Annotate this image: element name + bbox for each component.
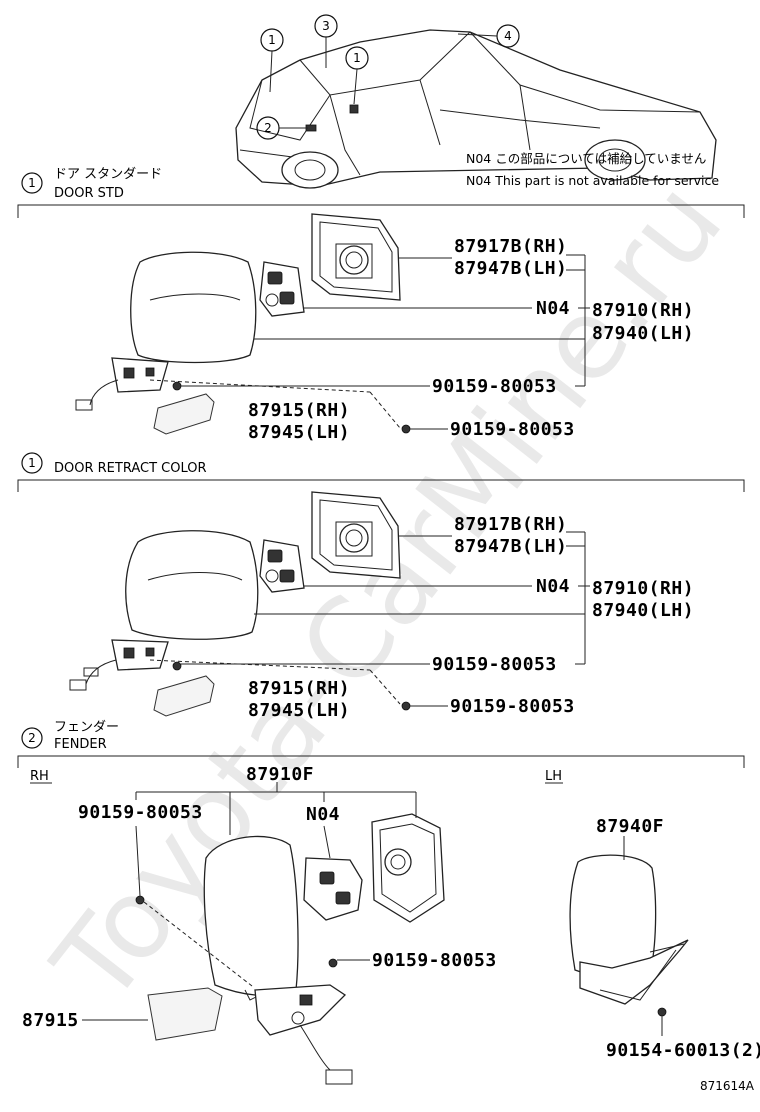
label-screw-2: 90159-80053 xyxy=(372,950,497,971)
screw-icon xyxy=(401,424,411,434)
svg-text:2: 2 xyxy=(28,731,36,745)
section-fender-header: 2 フェンダー FENDER RH LH xyxy=(17,720,745,784)
label-n04: N04 xyxy=(536,298,570,319)
fender-mirror-stay xyxy=(579,939,689,1005)
door-retract-mirror-assembly xyxy=(69,491,411,717)
screw-icon xyxy=(657,1007,667,1017)
svg-text:1: 1 xyxy=(268,33,276,47)
screw-icon xyxy=(328,958,338,968)
label-screw: 90159-80053 xyxy=(78,802,203,823)
label-fender-screw-lh: 90154-60013(2) xyxy=(606,1040,760,1061)
section-door-retract-header: 1 DOOR RETRACT COLOR xyxy=(17,452,745,492)
callout-4: 4 xyxy=(457,24,520,48)
svg-text:3: 3 xyxy=(322,19,330,33)
fender-mirror-housing xyxy=(569,854,657,978)
fender-lh-mirror-assembly xyxy=(569,854,689,1017)
fender-rh-label: RH xyxy=(30,769,49,784)
mirror-base xyxy=(111,357,169,393)
mirror-housing xyxy=(125,530,259,640)
note-jp: N04 この部品については補給していません xyxy=(466,151,706,166)
label-screw: 90159-80053 xyxy=(432,654,557,675)
mirror-cover xyxy=(153,393,215,435)
callout-2: 2 xyxy=(256,116,308,140)
label-mirror-rh: 87910(RH) xyxy=(592,300,694,321)
label-cover-lh: 87945(LH) xyxy=(248,422,350,443)
fender-lh-label: LH xyxy=(545,769,562,784)
callout-1a: 1 xyxy=(260,28,284,93)
screw-icon xyxy=(172,661,182,671)
svg-text:4: 4 xyxy=(504,29,512,43)
door-std-labels: 87917B(RH) 87947B(LH) N04 87910(RH) 8794… xyxy=(248,236,694,443)
svg-text:2: 2 xyxy=(264,121,272,135)
label-screw-2: 90159-80053 xyxy=(450,696,575,717)
svg-text:1: 1 xyxy=(28,176,36,190)
label-fender-mirror-rh: 87910F xyxy=(246,764,314,785)
label-glass-rh: 87917B(RH) xyxy=(454,236,567,257)
screw-icon xyxy=(172,381,182,391)
figure-code: 871614A xyxy=(700,1079,755,1093)
door-std-mirror-assembly xyxy=(75,213,411,435)
section-title-jp: フェンダー xyxy=(54,720,119,735)
label-glass-lh: 87947B(LH) xyxy=(454,258,567,279)
section-title-en: FENDER xyxy=(54,737,107,752)
label-fender-mirror-lh: 87940F xyxy=(596,816,664,837)
label-mirror-rh: 87910(RH) xyxy=(592,578,694,599)
door-std-leaders xyxy=(149,254,590,430)
label-mirror-lh: 87940(LH) xyxy=(592,600,694,621)
mirror-cover xyxy=(153,675,215,717)
vehicle-overview: 1 3 1 4 2 xyxy=(235,14,717,189)
mirror-housing xyxy=(130,251,257,364)
actuator xyxy=(259,539,305,593)
fender-lh-labels: 87940F 90154-60013(2) xyxy=(596,816,760,1061)
label-fender-cover: 87915 xyxy=(22,1010,79,1031)
actuator xyxy=(303,857,363,921)
label-mirror-lh: 87940(LH) xyxy=(592,323,694,344)
mirror-glass xyxy=(371,813,445,923)
label-glass-rh: 87917B(RH) xyxy=(454,514,567,535)
screw-icon xyxy=(401,701,411,711)
mirror-glass xyxy=(311,491,401,579)
fender-mirror-cover xyxy=(147,987,223,1041)
label-screw: 90159-80053 xyxy=(432,376,557,397)
section-title-en: DOOR STD xyxy=(54,186,124,201)
label-cover-rh: 87915(RH) xyxy=(248,400,350,421)
label-screw-2: 90159-80053 xyxy=(450,419,575,440)
fender-rh-mirror-assembly xyxy=(135,813,445,1085)
label-glass-lh: 87947B(LH) xyxy=(454,536,567,557)
fender-mirror-housing xyxy=(203,835,299,997)
mirror-glass xyxy=(311,213,401,301)
note-en: N04 This part is not available for servi… xyxy=(466,173,719,188)
label-cover-rh: 87915(RH) xyxy=(248,678,350,699)
door-retract-labels: 87917B(RH) 87947B(LH) N04 87910(RH) 8794… xyxy=(248,514,694,721)
door-retract-leaders xyxy=(149,531,590,707)
label-n04: N04 xyxy=(306,804,340,825)
fender-rh-labels: 87910F 90159-80053 N04 90159-80053 87915 xyxy=(22,764,497,1031)
callout-1b: 1 xyxy=(345,46,369,105)
svg-text:1: 1 xyxy=(28,456,36,470)
mirror-base xyxy=(111,639,169,671)
svg-text:1: 1 xyxy=(353,51,361,65)
fender-mirror-stay xyxy=(254,984,347,1036)
screw-icon xyxy=(135,895,145,905)
section-title-en: DOOR RETRACT COLOR xyxy=(54,461,207,476)
label-cover-lh: 87945(LH) xyxy=(248,700,350,721)
section-door-std-header: 1 ドア スタンダード DOOR STD xyxy=(17,167,745,218)
label-n04: N04 xyxy=(536,576,570,597)
actuator xyxy=(259,261,305,317)
section-title-jp: ドア スタンダード xyxy=(54,167,162,182)
fender-lh-leaders xyxy=(623,836,663,1036)
fender-rh-leaders xyxy=(82,782,417,1021)
callout-3: 3 xyxy=(314,14,338,68)
